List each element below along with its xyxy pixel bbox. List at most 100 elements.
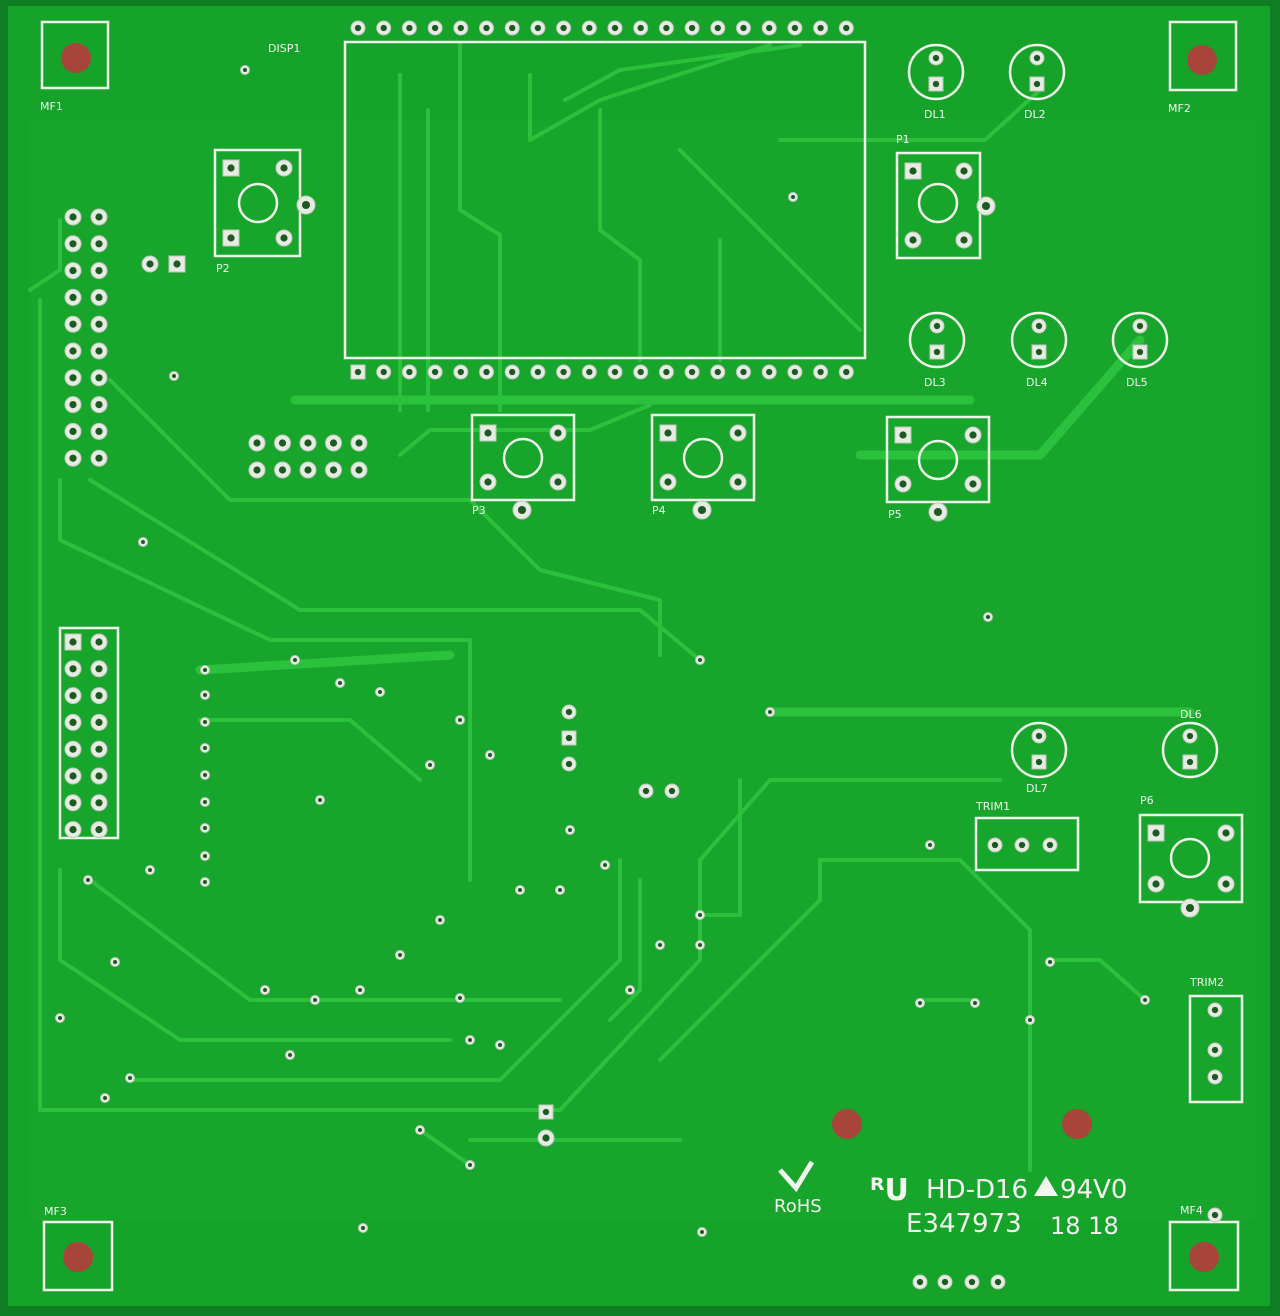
- via-hole: [318, 798, 322, 802]
- drill-hole: [1185, 903, 1195, 913]
- drill-hole: [69, 665, 77, 673]
- via-hole: [918, 1001, 922, 1005]
- drill-hole: [1186, 732, 1194, 740]
- component-outline: [1168, 20, 1238, 92]
- drill-hole: [95, 799, 103, 807]
- mounting-hole: [61, 43, 91, 73]
- drill-hole: [280, 164, 288, 172]
- drill-hole: [932, 80, 940, 88]
- drill-hole: [909, 236, 917, 244]
- drill-hole: [560, 368, 567, 376]
- label-trim1: TRIM1: [975, 800, 1010, 813]
- via-hole: [986, 615, 990, 619]
- drill-hole: [69, 745, 77, 753]
- drill-hole: [554, 478, 562, 486]
- component-outline: [650, 413, 756, 502]
- drill-hole: [637, 24, 644, 32]
- drill-hole: [431, 368, 439, 376]
- drill-hole: [663, 368, 670, 376]
- via-hole: [203, 693, 207, 697]
- drill-hole: [560, 24, 567, 32]
- trace: [398, 403, 652, 457]
- drill-hole: [542, 1134, 550, 1142]
- component-outline: [42, 1220, 114, 1292]
- label-p3: P3: [472, 504, 486, 517]
- drill-hole: [95, 454, 103, 462]
- drill-hole: [457, 368, 464, 376]
- trace: [58, 868, 452, 1042]
- via-hole: [700, 1230, 704, 1234]
- label-p5: P5: [888, 508, 902, 521]
- led-outline: [907, 43, 965, 101]
- via-hole: [361, 1226, 365, 1230]
- component-outline: [1168, 1220, 1240, 1292]
- via-hole: [203, 854, 207, 858]
- drill-hole: [95, 718, 103, 727]
- via-hole: [558, 888, 562, 892]
- via-hole: [1048, 960, 1052, 964]
- drill-hole: [668, 787, 676, 795]
- drill-hole: [991, 841, 999, 849]
- drill-hole: [69, 401, 77, 409]
- drill-hole: [483, 24, 490, 32]
- via-hole: [698, 913, 702, 917]
- drill-hole: [517, 505, 527, 515]
- drill-hole: [534, 24, 542, 32]
- mounting-hole: [63, 1242, 93, 1272]
- drill-hole: [406, 24, 413, 32]
- drill-hole: [329, 439, 338, 447]
- via-hole: [148, 868, 152, 872]
- drill-hole: [734, 429, 742, 437]
- drill-hole: [791, 24, 799, 32]
- drill-hole: [509, 24, 516, 32]
- drill-hole: [69, 454, 77, 462]
- led-outline: [1010, 721, 1068, 779]
- drill-hole: [960, 236, 968, 244]
- drill-hole: [354, 368, 362, 376]
- drill-hole: [843, 24, 850, 32]
- drill-hole: [565, 760, 573, 768]
- drill-hole: [565, 708, 573, 716]
- drill-hole: [1035, 732, 1043, 740]
- trace: [198, 718, 422, 782]
- drill-hole: [1035, 322, 1043, 330]
- drill-hole: [95, 638, 103, 646]
- drill-hole: [1186, 758, 1194, 766]
- button-circle: [682, 437, 724, 479]
- drill-hole: [509, 368, 516, 376]
- trace: [778, 88, 1042, 142]
- via-hole: [418, 1128, 422, 1132]
- drill-hole: [280, 234, 288, 242]
- drill-hole: [1033, 54, 1041, 62]
- via-hole: [928, 843, 932, 847]
- via-hole: [791, 195, 795, 199]
- drill-hole: [95, 374, 103, 382]
- via-hole: [293, 658, 297, 662]
- drill-hole: [95, 267, 103, 275]
- drill-hole: [69, 638, 77, 646]
- via-hole: [203, 826, 207, 830]
- drill-hole: [95, 745, 103, 753]
- drill-hole: [734, 478, 742, 486]
- drill-hole: [969, 431, 977, 439]
- via-hole: [698, 658, 702, 662]
- drill-hole: [1222, 829, 1230, 837]
- drill-hole: [1035, 348, 1043, 356]
- led-outline: [908, 311, 966, 369]
- drill-hole: [714, 24, 721, 32]
- rohs-mark: RoHS: [774, 1196, 822, 1217]
- drill-hole: [817, 368, 824, 376]
- via-hole: [398, 953, 402, 957]
- drill-hole: [227, 164, 235, 172]
- drill-hole: [565, 734, 573, 742]
- led-outline: [1161, 721, 1219, 779]
- label-dl7: DL7: [1026, 782, 1048, 795]
- flammability-rating: 94V0: [1060, 1175, 1127, 1205]
- via-hole: [518, 888, 522, 892]
- drill-hole: [484, 478, 492, 486]
- drill-hole: [933, 348, 941, 356]
- drill-hole: [69, 718, 77, 727]
- drill-hole: [95, 772, 103, 780]
- label-p4: P4: [652, 504, 666, 517]
